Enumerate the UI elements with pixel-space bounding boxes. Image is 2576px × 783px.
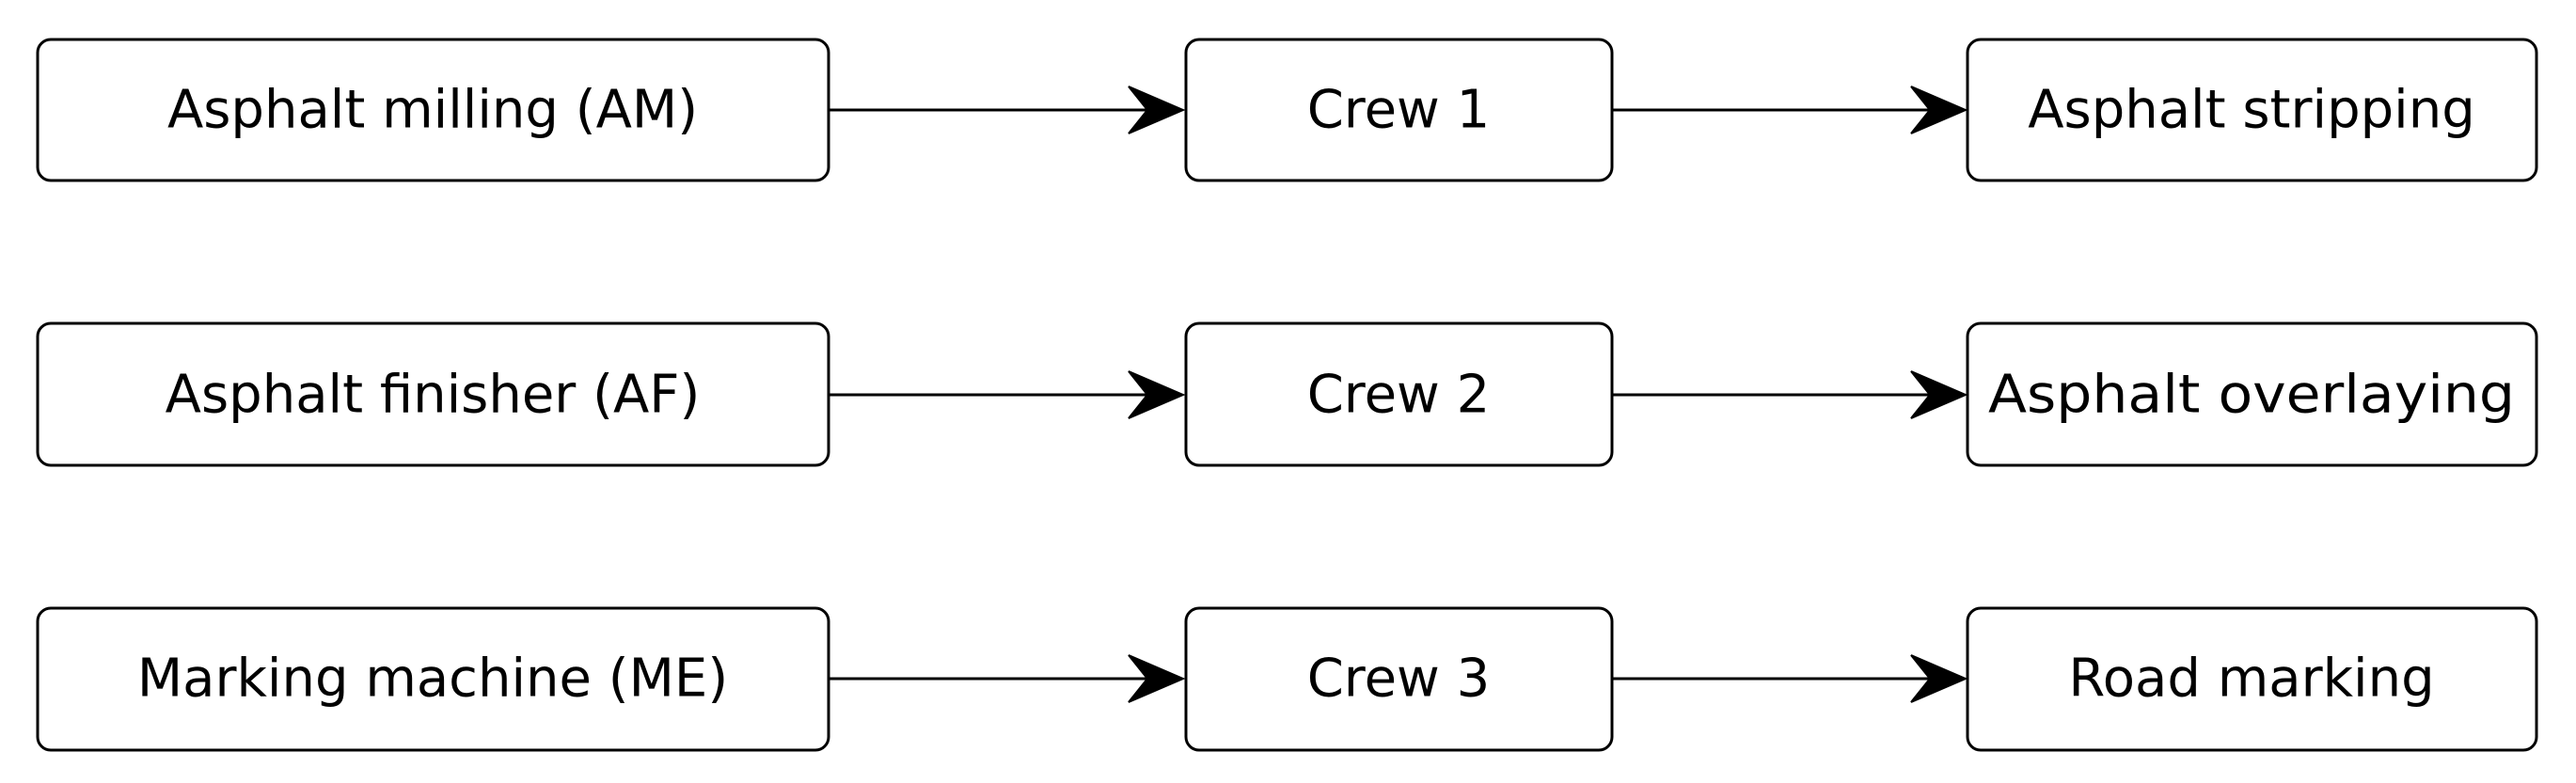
node-equipment-am-label: Asphalt milling (AM): [167, 80, 698, 141]
node-equipment-af: Asphalt finisher (AF): [36, 321, 830, 467]
node-equipment-me-label: Marking machine (ME): [137, 649, 728, 710]
node-activity-stripping: Asphalt stripping: [1966, 38, 2538, 182]
node-crew-1-label: Crew 1: [1307, 80, 1491, 141]
arrow-me-to-crew-3: [829, 654, 1186, 703]
node-activity-overlaying-label: Asphalt overlaying: [1988, 365, 2515, 426]
row-3: Marking machine (ME) Crew 3 Road marking: [36, 606, 2538, 752]
node-crew-2: Crew 2: [1184, 321, 1614, 467]
row-2: Asphalt finisher (AF) Crew 2 Asphalt ove…: [36, 321, 2538, 467]
node-activity-marking-label: Road marking: [2068, 649, 2434, 710]
node-activity-overlaying: Asphalt overlaying: [1966, 321, 2538, 467]
node-crew-3: Crew 3: [1184, 606, 1614, 752]
node-crew-2-label: Crew 2: [1307, 365, 1491, 426]
arrow-crew-1-to-stripping: [1612, 86, 1968, 134]
row-1: Asphalt milling (AM) Crew 1 Asphalt stri…: [36, 38, 2538, 182]
node-equipment-am: Asphalt milling (AM): [36, 38, 830, 182]
arrow-af-to-crew-2: [829, 370, 1186, 419]
node-equipment-me: Marking machine (ME): [36, 606, 830, 752]
arrow-am-to-crew-1: [829, 86, 1186, 134]
node-crew-1: Crew 1: [1184, 38, 1614, 182]
node-activity-stripping-label: Asphalt stripping: [2028, 80, 2475, 141]
arrow-crew-3-to-marking: [1612, 654, 1968, 703]
node-crew-3-label: Crew 3: [1307, 649, 1491, 710]
node-activity-marking: Road marking: [1966, 606, 2538, 752]
node-equipment-af-label: Asphalt finisher (AF): [166, 365, 701, 426]
arrow-crew-2-to-overlaying: [1612, 370, 1968, 419]
